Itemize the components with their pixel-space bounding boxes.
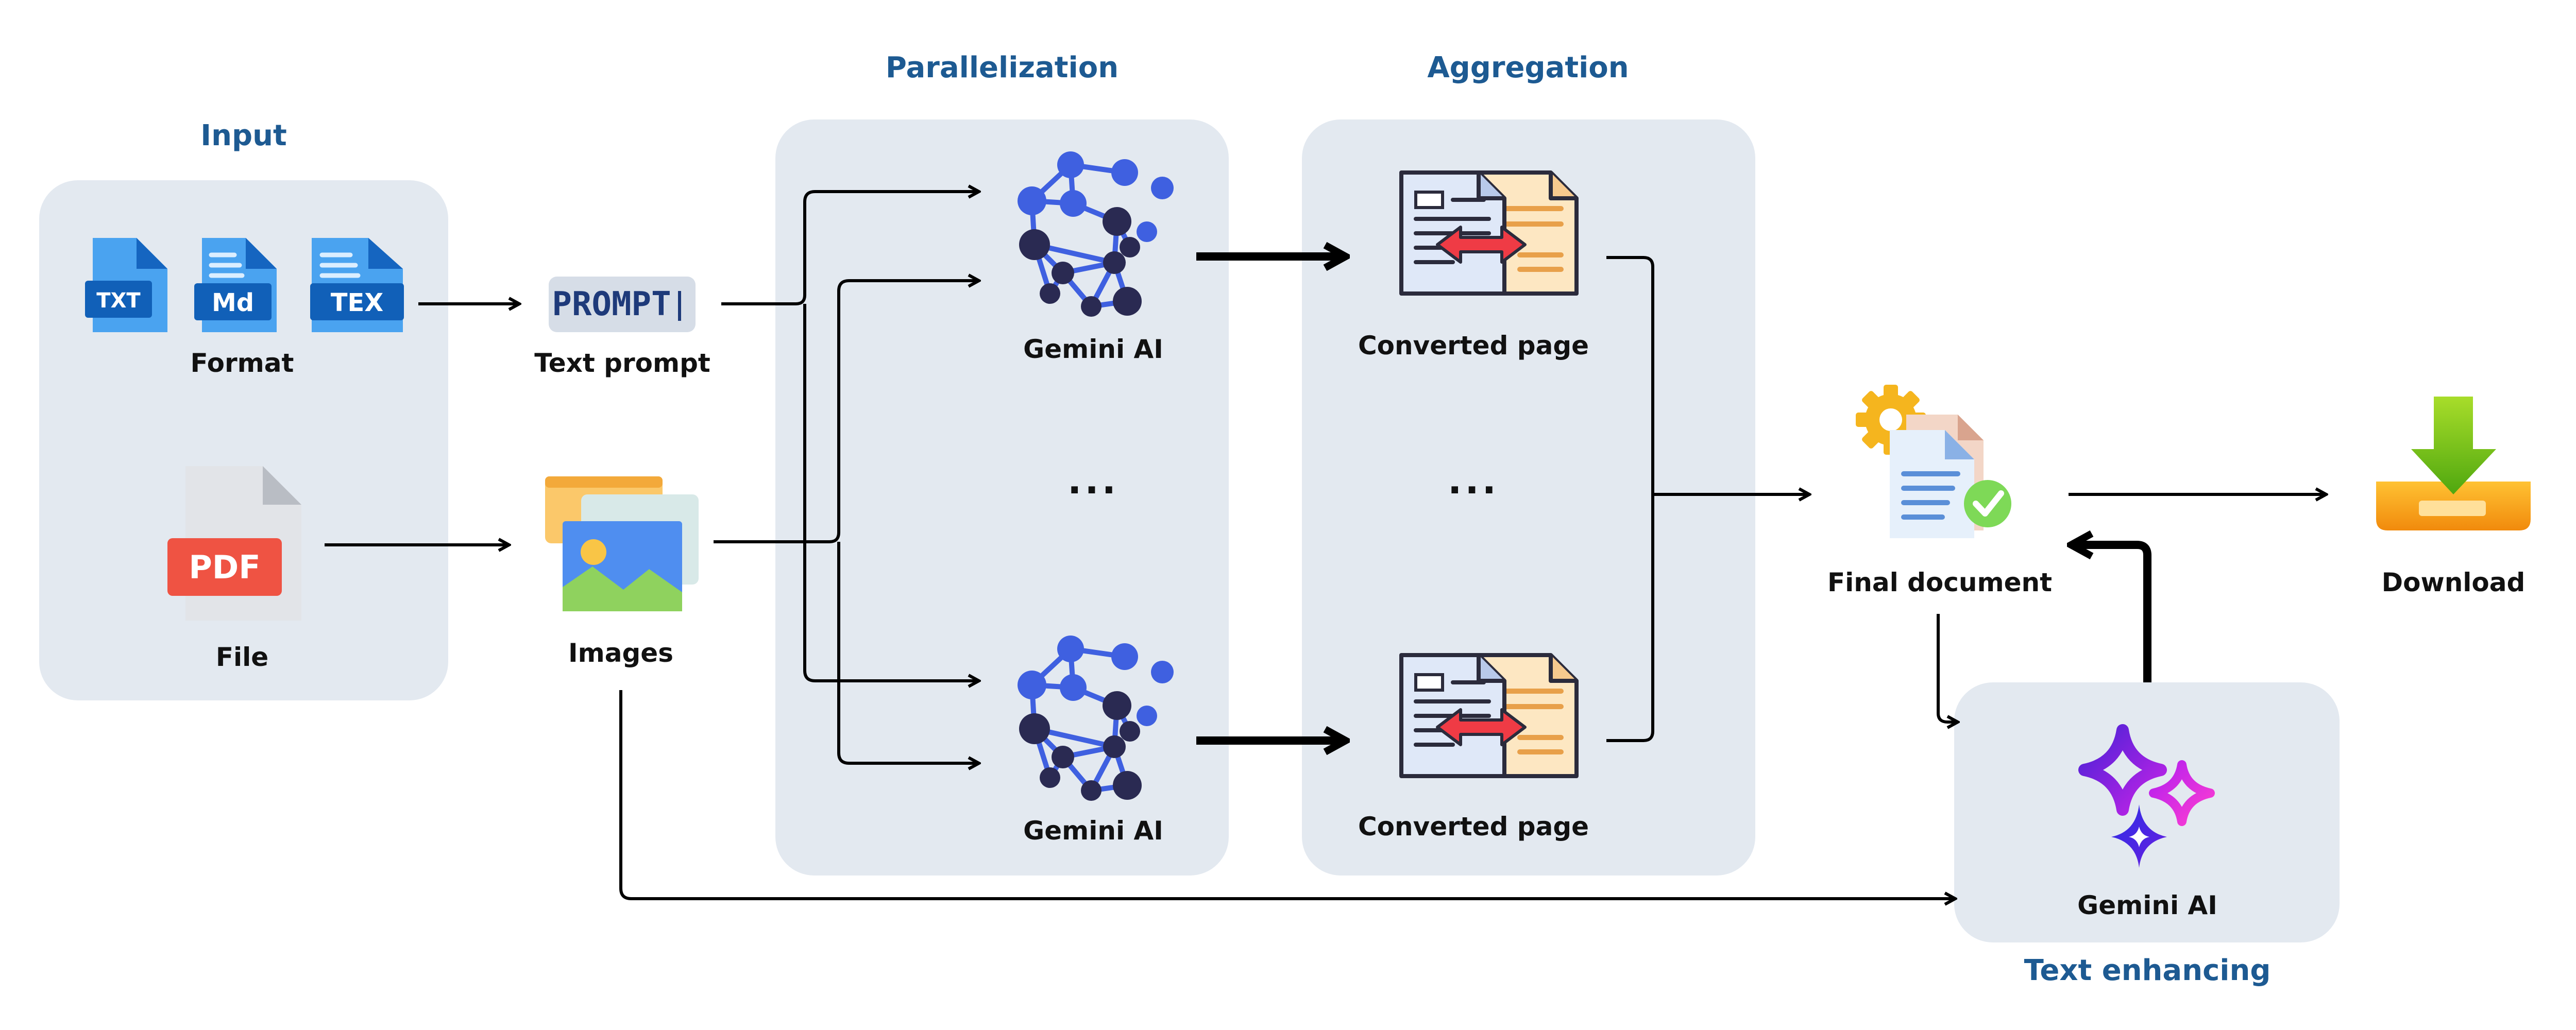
arrow-prompt-to-gemini-bottom (803, 304, 979, 681)
aggregation-bottom-converted-label: Converted page (1358, 812, 1589, 842)
text-prompt-label: Text prompt (534, 348, 710, 378)
text-enhancing-section-title: Text enhancing (2024, 954, 2271, 987)
arrow-images-to-enhance (619, 690, 1955, 899)
images-icon (545, 476, 699, 611)
images-label: Images (568, 638, 673, 668)
final-document-icon (1856, 385, 2011, 538)
arrow-prompt-to-gemini-top (721, 192, 979, 305)
parallel-top-gemini-label: Gemini AI (1023, 334, 1163, 364)
aggregation-bracket (1606, 256, 1654, 742)
input-section-title: Input (200, 119, 286, 152)
text-enhancing-gemini-label: Gemini AI (2077, 890, 2217, 920)
sparkles-icon (2078, 724, 2215, 868)
download-icon (2376, 397, 2531, 530)
tex-file-icon: TEX (310, 238, 404, 332)
parallel-bottom-gemini-label: Gemini AI (1023, 816, 1163, 846)
arrow-final-to-enhance (1937, 614, 1958, 722)
format-label: Format (191, 348, 294, 378)
aggregation-top-converted-label: Converted page (1358, 331, 1589, 360)
prompt-icon-text: PROMPT (552, 285, 671, 323)
download-label: Download (2382, 568, 2526, 597)
parallel-ellipsis: ... (1067, 459, 1119, 502)
parallelization-section-title: Parallelization (886, 51, 1118, 84)
txt-file-icon: TXT (85, 238, 167, 332)
text-enhancing-panel (1954, 682, 2340, 942)
txt-icon-label: TXT (96, 289, 141, 313)
arrow-images-to-gemini-top (714, 281, 979, 543)
connectors (325, 192, 2326, 899)
md-file-icon: Md (194, 238, 277, 332)
tex-icon-label: TEX (331, 288, 384, 317)
final-document-label: Final document (1827, 568, 2052, 597)
pdf-icon-label: PDF (189, 548, 260, 586)
arrow-images-to-gemini-bottom (837, 542, 979, 763)
pdf-file-icon: PDF (167, 466, 301, 621)
arrow-enhance-to-final (2071, 545, 2151, 682)
converted-page-icon (1401, 655, 1577, 776)
file-label: File (216, 642, 268, 672)
aggregation-section-title: Aggregation (1427, 51, 1629, 84)
prompt-icon: PROMPT (549, 277, 696, 332)
md-icon-label: Md (212, 288, 254, 317)
converted-page-icon (1401, 173, 1577, 294)
aggregation-ellipsis: ... (1448, 459, 1499, 502)
